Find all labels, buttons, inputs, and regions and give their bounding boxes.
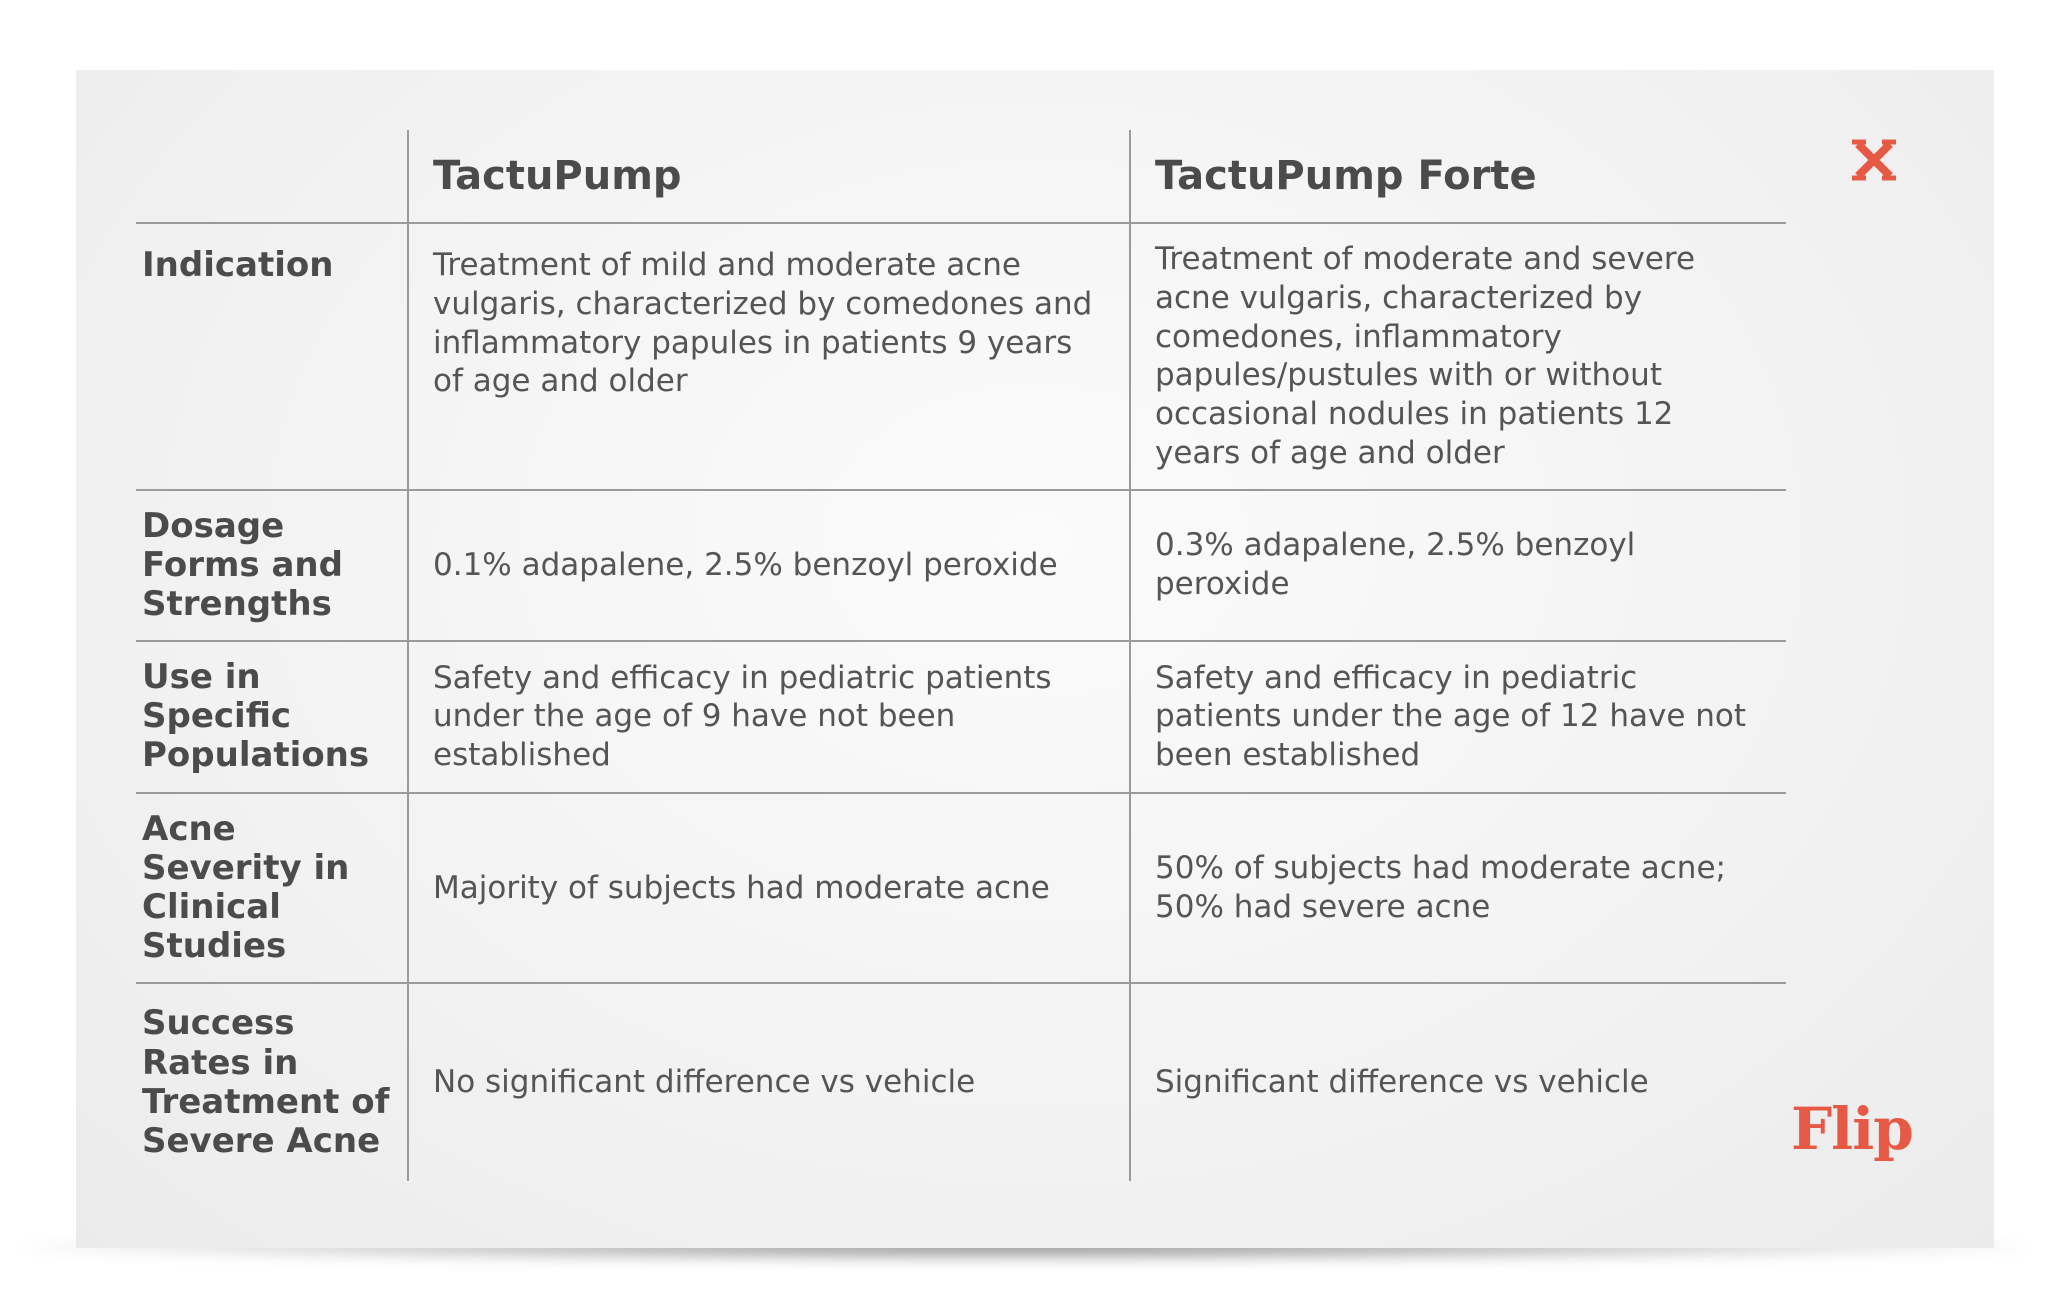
cell-tactupump-severity: Majority of subjects had moderate acne xyxy=(407,792,1130,985)
table-row: Acne Severity in Clinical Studies Majori… xyxy=(136,792,1786,985)
cell-tactupump-populations: Safety and efficacy in pediatric patient… xyxy=(407,640,1130,794)
cell-forte-populations: Safety and efficacy in pediatric patient… xyxy=(1129,640,1786,794)
row-label-populations: Use in Specific Populations xyxy=(136,640,408,794)
column-header-tactupump-forte: TactuPump Forte xyxy=(1129,130,1786,224)
cell-tactupump-indication: Treatment of mild and moderate acne vulg… xyxy=(407,223,1130,491)
row-label-severity: Acne Severity in Clinical Studies xyxy=(136,792,408,985)
row-label-success: Success Rates in Treatment of Severe Acn… xyxy=(142,1003,390,1161)
table-row: Indication Treatment of mild and moderat… xyxy=(136,223,1786,491)
close-icon xyxy=(1852,139,1896,181)
row-label-indication: Indication xyxy=(136,223,408,491)
cell-tactupump-success: No significant difference vs vehicle xyxy=(407,983,1130,1182)
cell-forte-dosage: 0.3% adapalene, 2.5% benzoyl peroxide xyxy=(1129,489,1786,642)
cell-forte-severity: 50% of subjects had moderate acne; 50% h… xyxy=(1129,792,1786,985)
table-header-row: TactuPump TactuPump Forte xyxy=(136,130,1786,224)
column-header-tactupump: TactuPump xyxy=(407,130,1130,224)
cell-forte-indication: Treatment of moderate and severe acne vu… xyxy=(1129,223,1786,491)
header-corner xyxy=(136,130,408,224)
table-row: Dosage Forms and Strengths 0.1% adapalen… xyxy=(136,489,1786,642)
close-button[interactable] xyxy=(1844,130,1904,190)
flip-button[interactable]: Flip xyxy=(1791,1095,1914,1163)
comparison-card: TactuPump TactuPump Forte Indication Tre… xyxy=(76,70,1994,1248)
cell-forte-success: Significant difference vs vehicle xyxy=(1129,983,1786,1182)
table-row: Use in Specific Populations Safety and e… xyxy=(136,640,1786,794)
table-row: Success Rates in Treatment of Severe Acn… xyxy=(136,983,1786,1182)
row-label-dosage: Dosage Forms and Strengths xyxy=(136,489,408,642)
comparison-table: TactuPump TactuPump Forte Indication Tre… xyxy=(136,130,1786,1182)
cell-tactupump-dosage: 0.1% adapalene, 2.5% benzoyl peroxide xyxy=(407,489,1130,642)
